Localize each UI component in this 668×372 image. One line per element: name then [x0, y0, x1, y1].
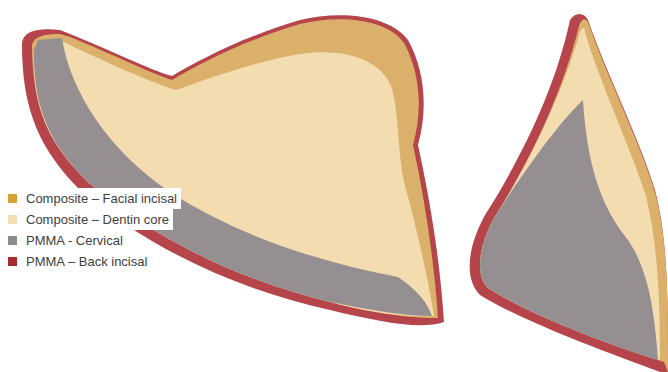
legend: Composite – Facial incisalComposite – De…: [6, 188, 181, 272]
legend-row: Composite – Dentin core: [6, 209, 173, 230]
right-tooth-section: [470, 14, 668, 372]
legend-swatch: [8, 236, 17, 245]
legend-label: Composite – Dentin core: [26, 212, 169, 227]
legend-swatch: [8, 215, 17, 224]
legend-label: Composite – Facial incisal: [26, 191, 177, 206]
left-tooth-section: [22, 15, 444, 325]
legend-swatch: [8, 194, 17, 203]
legend-row: Composite – Facial incisal: [6, 188, 181, 209]
legend-row: PMMA – Back incisal: [6, 251, 151, 272]
legend-label: PMMA - Cervical: [26, 233, 123, 248]
legend-swatch: [8, 257, 17, 266]
legend-row: PMMA - Cervical: [6, 230, 127, 251]
legend-label: PMMA – Back incisal: [26, 254, 147, 269]
